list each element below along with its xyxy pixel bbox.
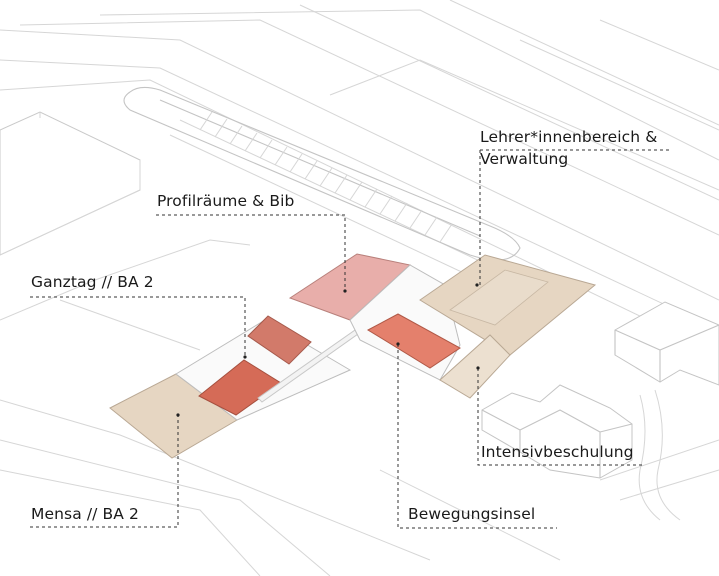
label-profilraeume: Profilräume & Bib [157, 192, 295, 210]
bewegungsinsel-block [366, 313, 461, 369]
context-building-left [0, 111, 141, 256]
label-lehrer-line2: Verwaltung [480, 150, 569, 168]
building-modules [109, 253, 597, 459]
label-intensivbeschulung: Intensivbeschulung [481, 443, 634, 461]
leader-lines [30, 149, 672, 529]
label-mensa: Mensa // BA 2 [31, 505, 139, 523]
intensive-block [439, 334, 511, 399]
label-ganztag: Ganztag // BA 2 [31, 273, 154, 291]
parking-stalls [199, 111, 453, 243]
context-building-right [614, 301, 719, 386]
ganztag-block-upper [247, 315, 312, 365]
label-bewegungsinsel: Bewegungsinsel [408, 505, 536, 523]
context-building-intensive [481, 384, 633, 479]
parking-island [123, 86, 521, 261]
label-lehrer-line1: Lehrer*innenbereich & [480, 128, 658, 146]
lehrer-inner [449, 269, 549, 326]
